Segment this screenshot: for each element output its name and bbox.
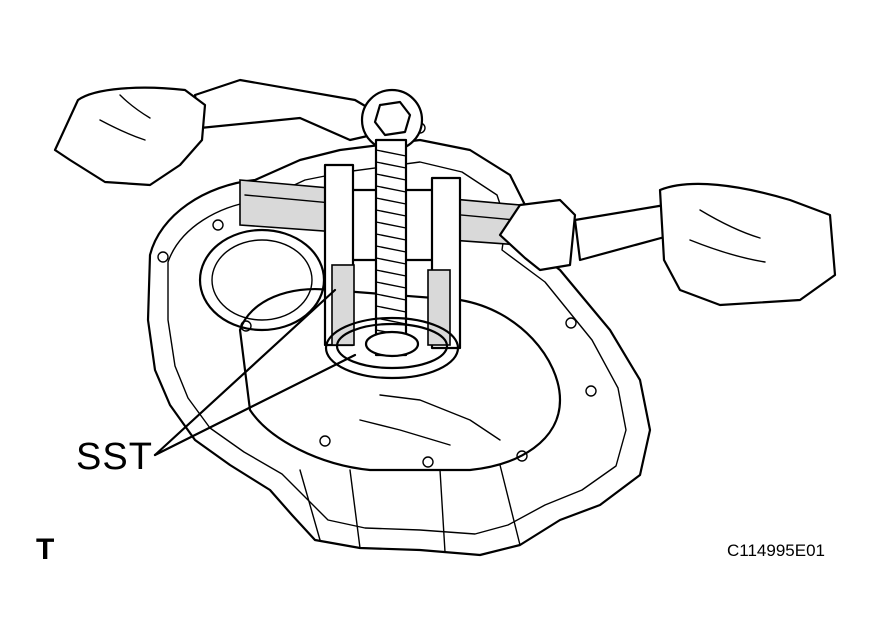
sst-callout-label: SST xyxy=(76,436,153,478)
bearing-race xyxy=(324,316,460,380)
ring-wrench xyxy=(360,88,424,152)
sst-leader-lines xyxy=(153,288,357,457)
figure-code: C114995E01 xyxy=(727,541,825,560)
left-hand-with-wrench xyxy=(53,78,374,187)
right-hand-with-wrench xyxy=(498,182,837,307)
corner-mark: T xyxy=(36,533,55,566)
center-screw xyxy=(374,138,408,357)
